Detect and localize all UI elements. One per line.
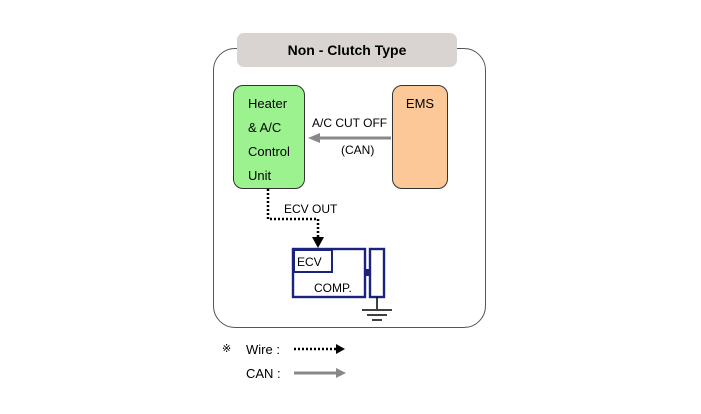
hvac-label-line-2: & A/C — [248, 120, 282, 135]
hvac-label-line-4: Unit — [248, 168, 272, 183]
ground-icon — [362, 297, 392, 321]
heater-ac-control-unit: Heater & A/C Control Unit — [233, 85, 305, 189]
legend-can-label: CAN : — [246, 366, 281, 381]
wire-arrow — [266, 189, 324, 248]
hvac-label-line-3: Control — [248, 144, 290, 159]
hvac-label-line-1: Heater — [248, 96, 288, 111]
legend-wire-label: Wire : — [246, 342, 280, 357]
can-signal-label: A/C CUT OFF — [312, 116, 388, 130]
legend-marker: ※ — [222, 343, 232, 355]
legend-wire-icon — [294, 344, 345, 354]
compressor-pulley — [368, 247, 386, 299]
ems-label: EMS — [405, 96, 435, 111]
ecv-box — [293, 249, 333, 273]
compressor-label: COMP. — [314, 281, 352, 295]
can-arrow — [308, 133, 391, 143]
diagram-title: Non - Clutch Type — [237, 33, 457, 67]
ems-unit: EMS — [392, 85, 448, 189]
can-signal-sublabel: (CAN) — [341, 143, 375, 157]
ecv-label: ECV — [297, 255, 322, 269]
compressor-shaft — [365, 269, 370, 276]
legend-can-icon — [294, 368, 346, 378]
wire-signal-label: ECV OUT — [284, 202, 338, 216]
